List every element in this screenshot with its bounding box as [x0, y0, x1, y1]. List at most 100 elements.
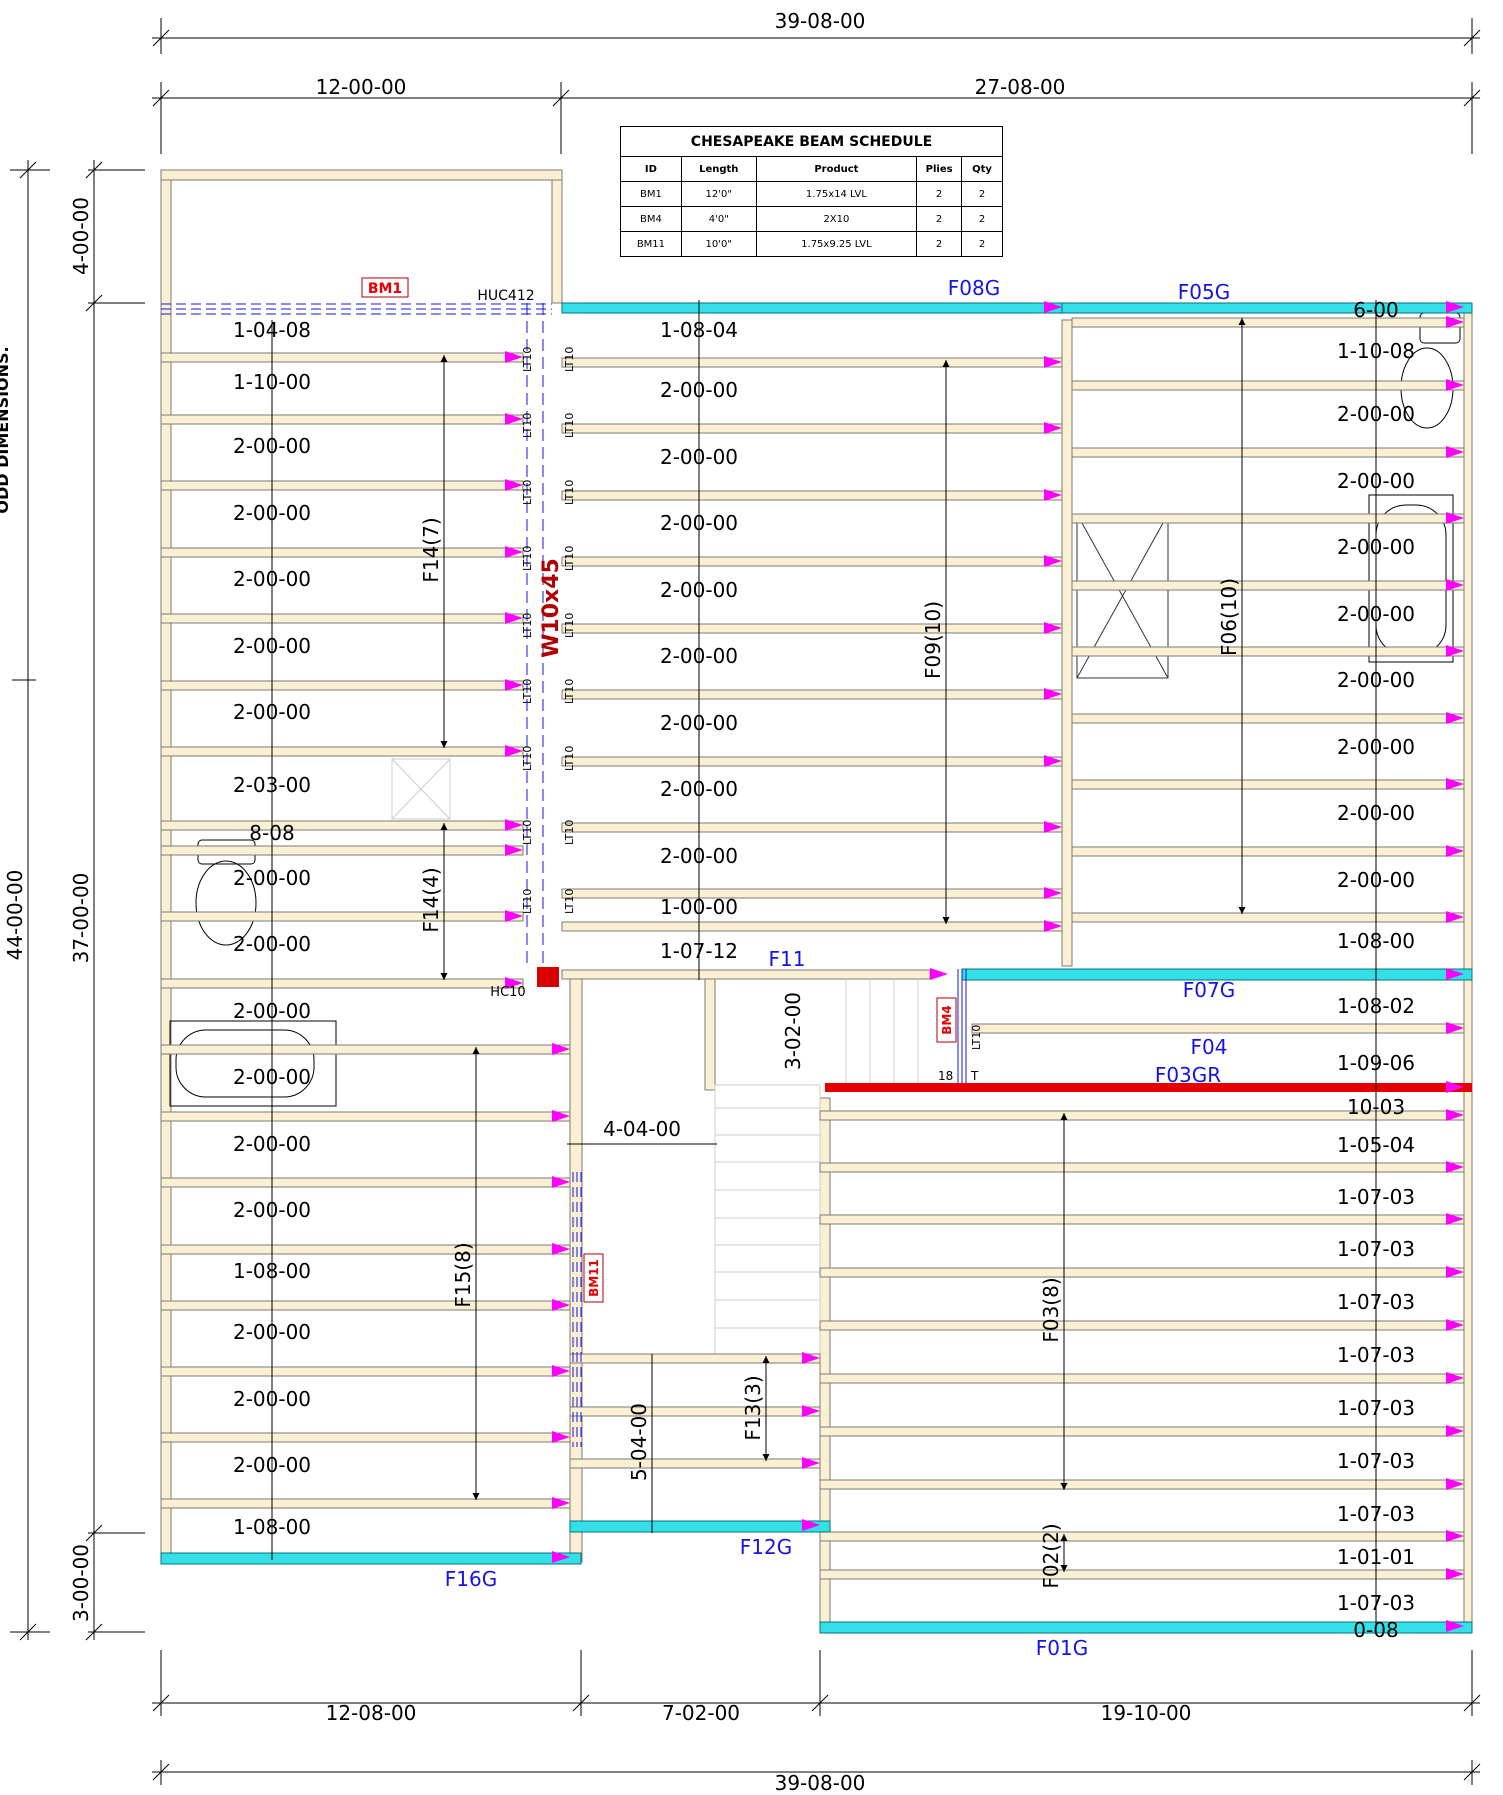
svg-text:LT10: LT10	[521, 613, 534, 638]
svg-text:LT10: LT10	[521, 347, 534, 372]
joist-arrows	[505, 301, 1464, 1632]
svg-text:1-08-00: 1-08-00	[233, 1259, 311, 1283]
svg-text:LT10: LT10	[563, 746, 576, 771]
svg-text:1-07-03: 1-07-03	[1337, 1396, 1415, 1420]
schedule-title: CHESAPEAKE BEAM SCHEDULE	[620, 126, 1003, 157]
schedule-col-length: Length	[680, 156, 757, 182]
f09-10-label: F09(10)	[921, 601, 945, 679]
svg-text:LT10: LT10	[563, 820, 576, 845]
svg-text:1-07-03: 1-07-03	[1337, 1237, 1415, 1261]
svg-text:2-00-00: 2-00-00	[233, 932, 311, 956]
svg-text:2-00-00: 2-00-00	[1337, 868, 1415, 892]
table-row: BM11 10'0" 1.75x9.25 LVL 2 2	[620, 231, 1003, 257]
dimension-ticks	[19, 29, 1481, 1781]
f14-4-label: F14(4)	[419, 867, 443, 932]
svg-text:LT10: LT10	[521, 546, 534, 571]
f11-label: F11	[769, 947, 806, 971]
svg-text:1-07-03: 1-07-03	[1337, 1290, 1415, 1314]
girders	[160, 302, 1473, 1634]
svg-text:2-00-00: 2-00-00	[660, 445, 738, 469]
svg-text:LT10: LT10	[563, 546, 576, 571]
hanger-lt10-label: LT10	[970, 1025, 983, 1050]
svg-text:1-07-03: 1-07-03	[1337, 1343, 1415, 1367]
svg-text:2-00-00: 2-00-00	[233, 1453, 311, 1477]
cell-length: 10'0"	[680, 231, 757, 257]
cell-plies: 2	[916, 206, 963, 232]
svg-text:6-00: 6-00	[1353, 298, 1398, 322]
cell-product: 1.75x14 LVL	[755, 181, 918, 207]
svg-text:10-03: 10-03	[1347, 1095, 1405, 1119]
dim-left-top: 4-00-00	[69, 197, 93, 275]
svg-text:LT10: LT10	[521, 746, 534, 771]
bm4-label: BM4	[940, 1005, 954, 1034]
svg-text:LT10: LT10	[563, 480, 576, 505]
f07g-label: F07G	[1183, 978, 1235, 1002]
svg-text:1-10-08: 1-10-08	[1337, 339, 1415, 363]
svg-text:1-08-02: 1-08-02	[1337, 994, 1415, 1018]
svg-text:2-00-00: 2-00-00	[233, 1198, 311, 1222]
dim-top-right: 27-08-00	[975, 75, 1066, 99]
svg-text:2-00-00: 2-00-00	[660, 378, 738, 402]
f12g-label: F12G	[740, 1535, 792, 1559]
svg-text:1-07-12: 1-07-12	[660, 939, 738, 963]
bm4-beam	[957, 969, 967, 1083]
bm11-label: BM11	[587, 1259, 601, 1297]
cell-id: BM11	[620, 231, 682, 257]
cell-qty: 2	[961, 231, 1003, 257]
bm11-beam	[572, 1172, 582, 1447]
svg-text:1-08-00: 1-08-00	[1337, 929, 1415, 953]
cell-length: 12'0"	[680, 181, 757, 207]
svg-text:2-00-00: 2-00-00	[233, 1387, 311, 1411]
svg-text:LT10: LT10	[563, 613, 576, 638]
svg-text:2-00-00: 2-00-00	[1337, 801, 1415, 825]
cell-id: BM1	[620, 181, 682, 207]
f16g-label: F16G	[445, 1567, 497, 1591]
f03-8-label: F03(8)	[1039, 1277, 1063, 1342]
table-row: BM4 4'0" 2X10 2 2	[620, 206, 1003, 232]
svg-text:LT10: LT10	[563, 413, 576, 438]
dim-top-overall: 39-08-00	[775, 9, 866, 33]
cell-product: 1.75x9.25 LVL	[755, 231, 918, 257]
lt10-hangers: LT10 LT10 LT10 LT10 LT10 LT10 LT10 LT10 …	[521, 347, 576, 914]
f13-3-label: F13(3)	[741, 1375, 765, 1440]
huc412-label: HUC412	[477, 288, 534, 304]
hc10-label: HC10	[490, 985, 525, 1000]
svg-text:2-00-00: 2-00-00	[233, 1320, 311, 1344]
svg-text:1-09-06: 1-09-06	[1337, 1051, 1415, 1075]
svg-text:2-00-00: 2-00-00	[1337, 535, 1415, 559]
dim-left-overall: 44-00-00	[3, 870, 27, 961]
svg-text:LT10: LT10	[563, 679, 576, 704]
svg-text:1-08-00: 1-08-00	[233, 1515, 311, 1539]
svg-text:LT10: LT10	[521, 480, 534, 505]
dimension-lines	[10, 18, 1480, 1785]
svg-text:2-00-00: 2-00-00	[660, 711, 738, 735]
svg-text:LT10: LT10	[563, 347, 576, 372]
f06-10-label: F06(10)	[1217, 578, 1241, 656]
svg-text:2-00-00: 2-00-00	[660, 511, 738, 535]
spacing-marks	[271, 300, 1377, 1630]
odd-dimensions-note: ODD DIMENSIONS.	[0, 346, 12, 513]
svg-text:1-00-00: 1-00-00	[660, 895, 738, 919]
girder-labels: F08G F05G F07G F04 F03GR F11 F12G F16G F…	[445, 276, 1235, 1660]
stair-length-dim: 5-04-00	[627, 1403, 651, 1481]
f04-label: F04	[1191, 1035, 1228, 1059]
stair-width-dim: 4-04-00	[603, 1117, 681, 1141]
svg-text:2-00-00: 2-00-00	[233, 501, 311, 525]
dim-bottom-2: 7-02-00	[662, 1701, 740, 1725]
svg-text:2-00-00: 2-00-00	[233, 1065, 311, 1089]
f03gr-red-beam	[825, 1083, 1472, 1092]
svg-text:2-00-00: 2-00-00	[233, 700, 311, 724]
f15-8-label: F15(8)	[451, 1242, 475, 1307]
stair-height-dim: 3-02-00	[781, 992, 805, 1070]
svg-text:2-00-00: 2-00-00	[233, 866, 311, 890]
svg-text:1-07-03: 1-07-03	[1337, 1449, 1415, 1473]
svg-text:2-00-00: 2-00-00	[660, 578, 738, 602]
svg-text:1-01-01: 1-01-01	[1337, 1545, 1415, 1569]
dim-bottom-3: 19-10-00	[1101, 1701, 1192, 1725]
cell-id: BM4	[620, 206, 682, 232]
svg-text:2-00-00: 2-00-00	[233, 1132, 311, 1156]
svg-text:2-00-00: 2-00-00	[660, 844, 738, 868]
svg-text:2-03-00: 2-03-00	[233, 773, 311, 797]
cell-qty: 2	[961, 181, 1003, 207]
